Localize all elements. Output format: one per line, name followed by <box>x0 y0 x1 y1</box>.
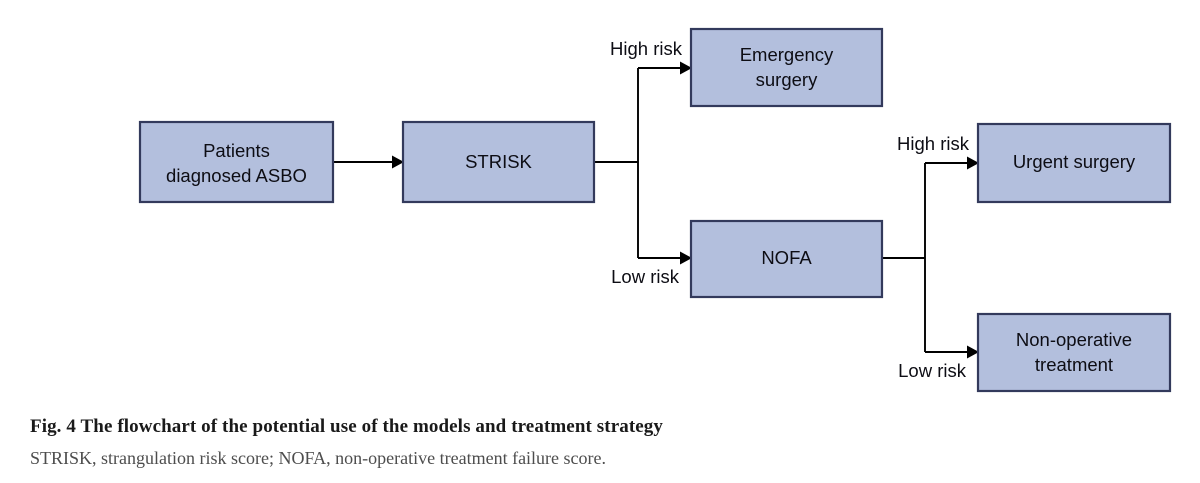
node-label-nofa: NOFA <box>761 247 812 268</box>
arrowhead-icon <box>680 251 692 265</box>
node-label-line1: Non-operative <box>1016 329 1132 350</box>
edge-nofa-to-nonoperative: Low risk <box>898 345 979 381</box>
edge-strisk-to-emergency: High risk <box>610 38 692 75</box>
caption-title-line: Fig. 4 The flowchart of the potential us… <box>30 413 1170 441</box>
figure-number-label: Fig. 4 <box>30 416 76 437</box>
arrowhead-icon <box>392 155 404 169</box>
arrowhead-icon <box>967 345 979 359</box>
arrowhead-icon <box>967 156 979 170</box>
node-patients-diagnosed-asbo[interactable]: Patients diagnosed ASBO <box>138 120 335 204</box>
edge-strisk-to-nofa: Low risk <box>611 251 692 287</box>
edge-label-nofa-low-risk: Low risk <box>898 360 967 381</box>
node-non-operative-treatment[interactable]: Non-operative treatment <box>976 312 1172 393</box>
node-label-line2: diagnosed ASBO <box>166 165 307 186</box>
node-label-strisk: STRISK <box>465 151 532 172</box>
node-box[interactable] <box>401 120 596 204</box>
caption-title-text: The flowchart of the potential use of th… <box>80 416 663 437</box>
node-box[interactable] <box>976 312 1172 393</box>
edge-nofa-to-urgent: High risk <box>897 133 979 170</box>
node-box[interactable] <box>689 219 884 299</box>
node-urgent-surgery[interactable]: Urgent surgery <box>976 122 1172 204</box>
node-label-line1: Patients <box>203 140 270 161</box>
node-box[interactable] <box>138 120 335 204</box>
edge-strisk-split <box>594 68 639 258</box>
node-nofa[interactable]: NOFA <box>689 219 884 299</box>
arrowhead-icon <box>680 61 692 75</box>
node-label-line2: surgery <box>756 69 818 90</box>
edge-label-nofa-high-risk: High risk <box>897 133 970 154</box>
node-emergency-surgery[interactable]: Emergency surgery <box>689 27 884 108</box>
edge-label-strisk-low-risk: Low risk <box>611 266 680 287</box>
caption-abbreviations-line: STRISK, strangulation risk score; NOFA, … <box>30 447 607 468</box>
node-box[interactable] <box>689 27 884 108</box>
figure-caption: Fig. 4 The flowchart of the potential us… <box>30 413 1170 472</box>
node-box[interactable] <box>976 122 1172 204</box>
flowchart-canvas: High risk Low risk High risk Low risk <box>138 27 1172 393</box>
edge-patients-to-strisk <box>333 155 404 169</box>
edge-label-strisk-high-risk: High risk <box>610 38 683 59</box>
node-strisk[interactable]: STRISK <box>401 120 596 204</box>
node-label-line1: Emergency <box>740 44 834 65</box>
edge-nofa-split <box>882 163 926 352</box>
node-label-urgent-surgery: Urgent surgery <box>1013 151 1136 172</box>
node-label-line2: treatment <box>1035 354 1113 375</box>
